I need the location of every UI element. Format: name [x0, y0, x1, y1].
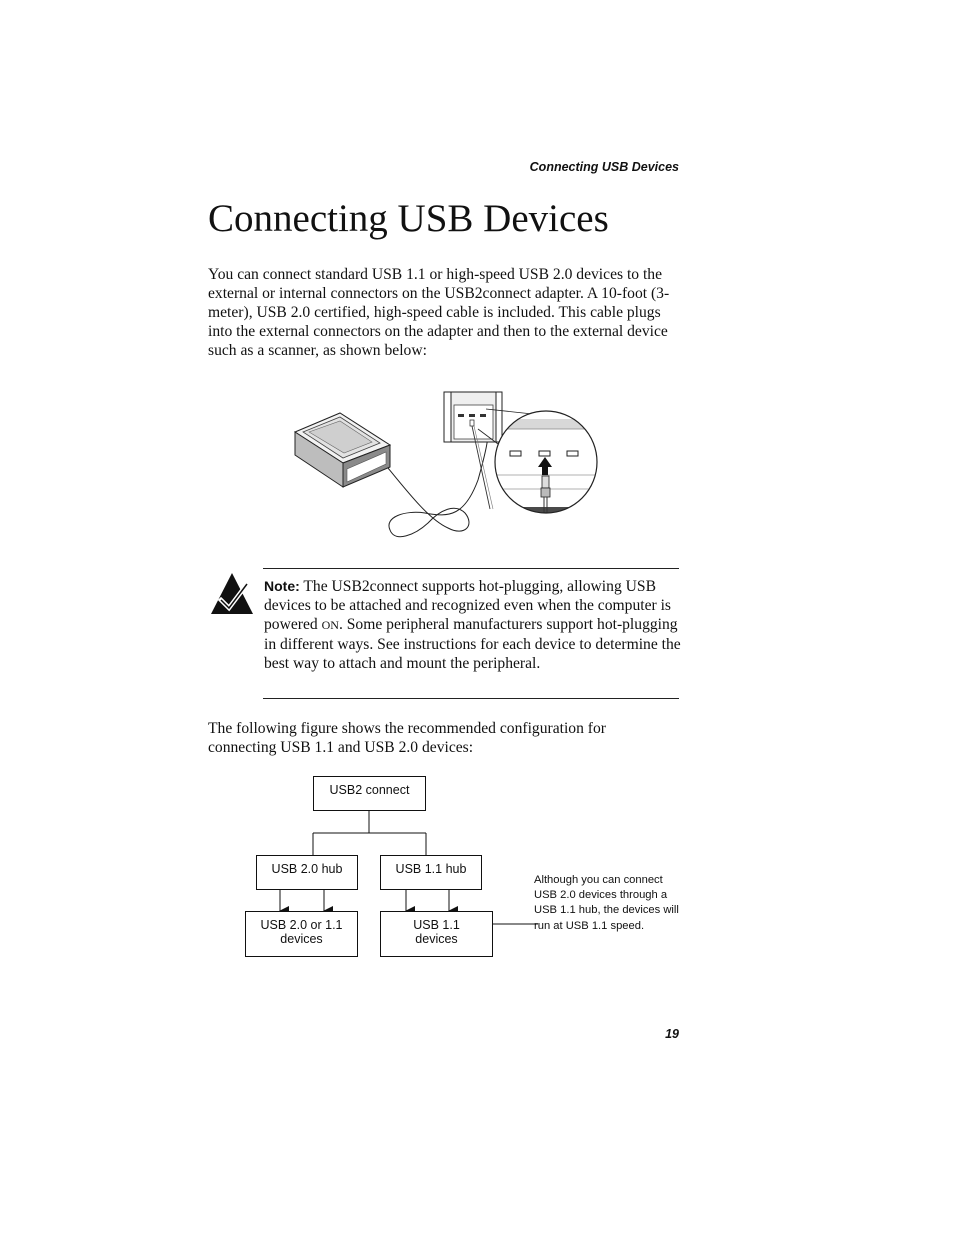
note-label: Note:	[264, 578, 300, 594]
note-bottom-rule	[263, 698, 679, 699]
note-body-end: . Some peripheral manufacturers support …	[264, 616, 681, 672]
usb11-devices-line2: devices	[415, 932, 458, 946]
usb20-hub-box: USB 2.0 hub	[256, 855, 358, 890]
diagram-side-note: Although you can connect USB 2.0 devices…	[534, 874, 679, 932]
usb11-devices-box: USB 1.1 devices	[380, 911, 493, 957]
config-diagram-connectors	[279, 810, 538, 925]
computer-tower-illustration	[443, 391, 503, 510]
usb11-hub-box: USB 1.1 hub	[380, 855, 482, 890]
intro-paragraph: You can connect standard USB 1.1 or high…	[208, 266, 670, 359]
usb11-devices-line1: USB 1.1	[413, 918, 460, 932]
magnified-port-view	[495, 411, 597, 513]
config-intro-paragraph: The following figure shows the recommend…	[208, 720, 606, 756]
usb2connect-box: USB2 connect	[313, 776, 426, 811]
page-number: 19	[665, 1027, 679, 1041]
page-title: Connecting USB Devices	[208, 197, 609, 240]
usb20-devices-line1: USB 2.0 or 1.1	[260, 918, 343, 932]
usb20-devices-line2: devices	[280, 932, 323, 946]
note-text: Note: The USB2connect supports hot-plugg…	[264, 577, 682, 673]
usb-connection-illustration	[293, 391, 598, 538]
note-body-start: The USB2connect supports hot-plugging, a…	[264, 578, 671, 633]
note-checkmark-icon	[211, 573, 253, 614]
usb20-devices-box: USB 2.0 or 1.1 devices	[245, 911, 358, 957]
note-small-caps-on: ON	[321, 618, 339, 632]
scanner-illustration	[293, 412, 392, 488]
note-top-rule	[263, 568, 679, 569]
running-header: Connecting USB Devices	[529, 160, 679, 174]
